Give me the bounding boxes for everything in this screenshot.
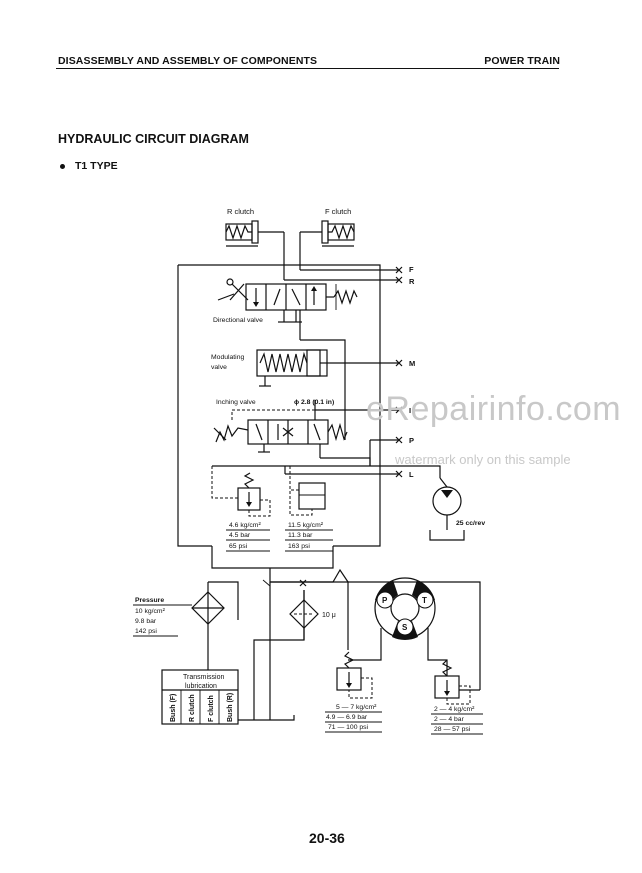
port-f-label: F [409,265,414,274]
port-i-label: I [409,406,411,415]
f-clutch-vertical-label: F clutch [208,695,215,722]
f-clutch-symbol: F clutch [300,207,355,247]
modulating-valve-symbol: Modulating valve [211,349,330,387]
pressure-line-3: 142 psi [135,628,157,635]
page-title: HYDRAULIC CIRCUIT DIAGRAM [58,132,249,146]
torque-outlet-valve: 2 — 4 kg/cm² 2 — 4 bar 28 — 57 psi [431,659,483,735]
relief-left-line-1: 4.6 kg/cm² [229,522,261,529]
port-m-label: M [409,359,415,368]
watermark-main: eRepairinfo.com [366,390,622,428]
torque-converter-symbol: P T S [348,577,448,676]
valve-block-outline [177,265,212,547]
relief-left-line-3: 65 psi [229,543,248,550]
relief-valve-right: 11.5 kg/cm² 11.3 bar 163 psi [285,482,333,552]
pressure-title: Pressure [135,597,164,604]
relief-right-line-1: 11.5 kg/cm² [288,522,324,529]
watermark-sub: watermark only on this sample [395,452,571,467]
port-p-label: P [409,436,414,445]
modulating-label-2: valve [211,364,227,371]
relief-valve-left: 4.6 kg/cm² 4.5 bar 65 psi [226,472,271,552]
inching-valve-symbol: Inching valve ϕ 2.8 (0.1 in) [213,399,348,458]
bush-f-label: Bush (F) [170,694,177,722]
relief-right-line-3: 163 psi [288,543,310,550]
torque-s-label: S [402,623,408,632]
pump-disp-label: 25 cc/rev [456,520,485,527]
pump-symbol: 25 cc/rev [429,486,485,541]
torque-out-line-1: 2 — 4 kg/cm² [434,706,475,713]
bush-r-label: Bush (R) [227,693,234,722]
transmission-label-2: lubrication [185,683,217,690]
transmission-label-1: Transmission [183,674,224,681]
modulating-label-1: Modulating [211,354,244,361]
transmission-lubrication-block: Transmission lubrication Bush (F) R clut… [161,669,295,725]
section-subtitle: T1 TYPE [60,160,118,172]
torque-out-line-3: 28 — 57 psi [434,726,471,733]
subtitle-text: T1 TYPE [75,160,118,172]
torque-out-line-2: 2 — 4 bar [434,716,465,723]
header-chapter-title: POWER TRAIN [484,55,560,67]
port-lines: F R M I P L [284,265,415,479]
torque-in-line-2: 4.9 — 6.9 bar [326,714,368,721]
torque-p-label: P [382,596,388,605]
relief-left-line-2: 4.5 bar [229,532,251,539]
torque-inlet-valve: 5 — 7 kg/cm² 4.9 — 6.9 bar 71 — 100 psi [325,651,382,733]
port-r-label: R [409,277,415,286]
page-number: 20-36 [309,830,345,846]
pressure-line-1: 10 kg/cm² [135,608,166,615]
header-rule [56,68,559,69]
r-clutch-vertical-label: R clutch [189,694,196,722]
filter-symbol: 10 μ [289,590,336,640]
r-clutch-label: R clutch [227,207,254,216]
orifice-label: ϕ 2.8 (0.1 in) [294,399,334,406]
bullet-icon [60,163,65,169]
f-clutch-label: F clutch [325,207,351,216]
directional-valve-symbol: Directional valve [213,278,358,340]
inching-valve-label: Inching valve [216,399,256,406]
header-section-title: DISASSEMBLY AND ASSEMBLY OF COMPONENTS [58,55,318,67]
torque-in-line-1: 5 — 7 kg/cm² [336,704,377,711]
pressure-valve-symbol: Pressure 10 kg/cm² 9.8 bar 142 psi [133,582,225,670]
torque-in-line-3: 71 — 100 psi [328,724,369,731]
pressure-line-2: 9.8 bar [135,618,157,625]
relief-right-line-2: 11.3 bar [288,532,313,539]
filter-label: 10 μ [322,612,336,619]
port-l-label: L [409,470,414,479]
torque-t-label: T [422,596,427,605]
directional-valve-label: Directional valve [213,317,263,324]
r-clutch-symbol: R clutch [225,207,284,247]
